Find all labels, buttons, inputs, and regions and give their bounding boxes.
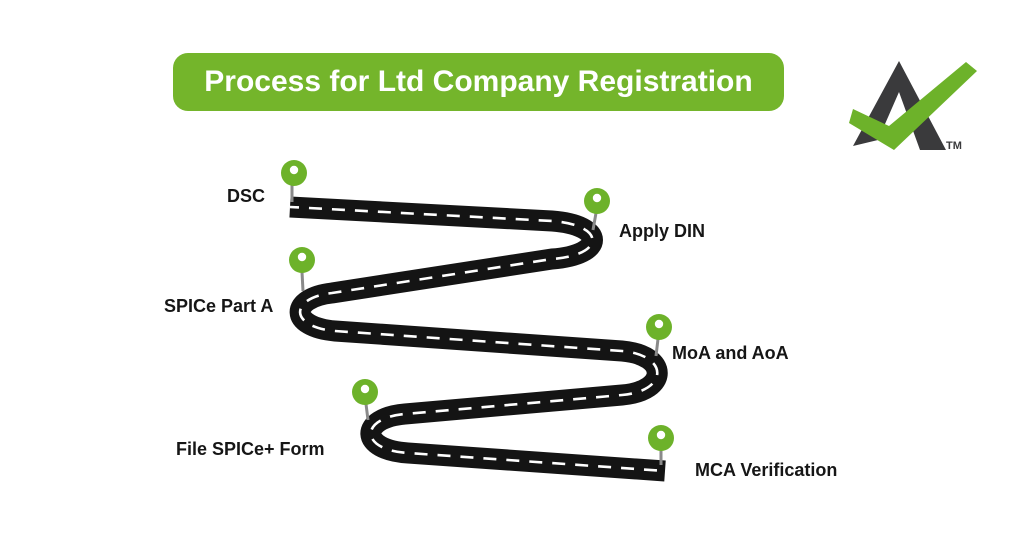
logo-checkmark-icon	[849, 62, 977, 150]
title-banner: Process for Ltd Company Registration	[173, 53, 784, 111]
step-label-moa-aoa: MoA and AoA	[672, 343, 789, 363]
milestone-pin-apply-din	[584, 188, 610, 231]
milestone-pin-file-spice-form	[352, 379, 378, 421]
step-label-mca-verification: MCA Verification	[695, 460, 838, 480]
step-label-spice-part-a: SPICe Part A	[164, 296, 274, 316]
brand-logo	[849, 61, 977, 150]
milestone-pin-spice-part-a	[289, 247, 315, 292]
milestone-pin-moa-aoa	[646, 314, 672, 357]
step-label-dsc: DSC	[227, 186, 266, 206]
step-label-file-spice-form: File SPICe+ Form	[176, 439, 325, 459]
step-label-apply-din: Apply DIN	[619, 221, 706, 241]
road-center-line	[289, 205, 666, 473]
milestone-pin-dsc	[281, 160, 307, 202]
trademark-symbol: TM	[946, 140, 962, 152]
page-title: Process for Ltd Company Registration	[204, 65, 753, 98]
milestone-pin-mca-verification	[648, 425, 674, 465]
road-path	[289, 196, 668, 482]
